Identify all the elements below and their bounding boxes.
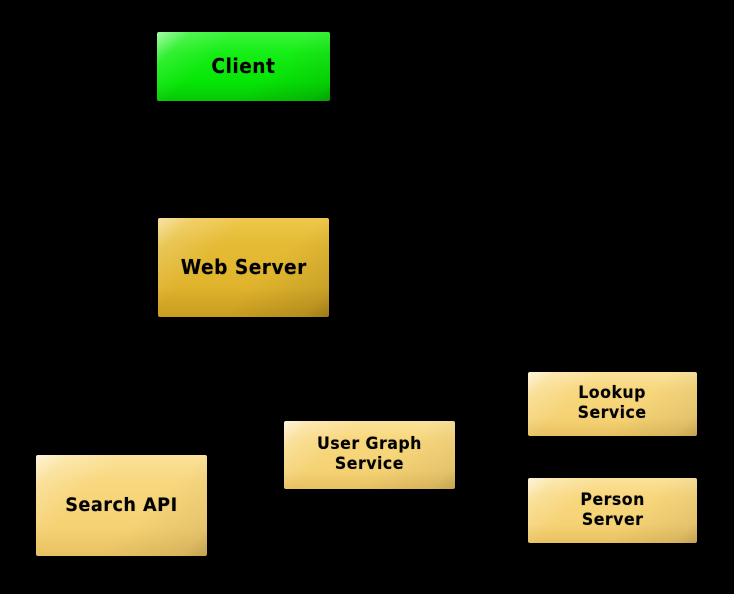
node-lookup-service[interactable]: Lookup Service [528, 372, 697, 436]
node-web-server-label: Web Server [180, 254, 307, 279]
node-user-graph-service[interactable]: User Graph Service [284, 421, 455, 489]
node-web-server[interactable]: Web Server [158, 218, 329, 317]
node-client-label: Client [211, 53, 276, 78]
node-person-server[interactable]: Person Server [528, 478, 697, 543]
node-search-api-label: Search API [65, 494, 178, 517]
node-user-graph-service-label: User Graph Service [317, 434, 422, 474]
node-person-server-label: Person Server [580, 489, 645, 530]
node-search-api[interactable]: Search API [36, 455, 207, 556]
node-lookup-service-label: Lookup Service [578, 383, 647, 423]
node-client[interactable]: Client [157, 32, 330, 101]
